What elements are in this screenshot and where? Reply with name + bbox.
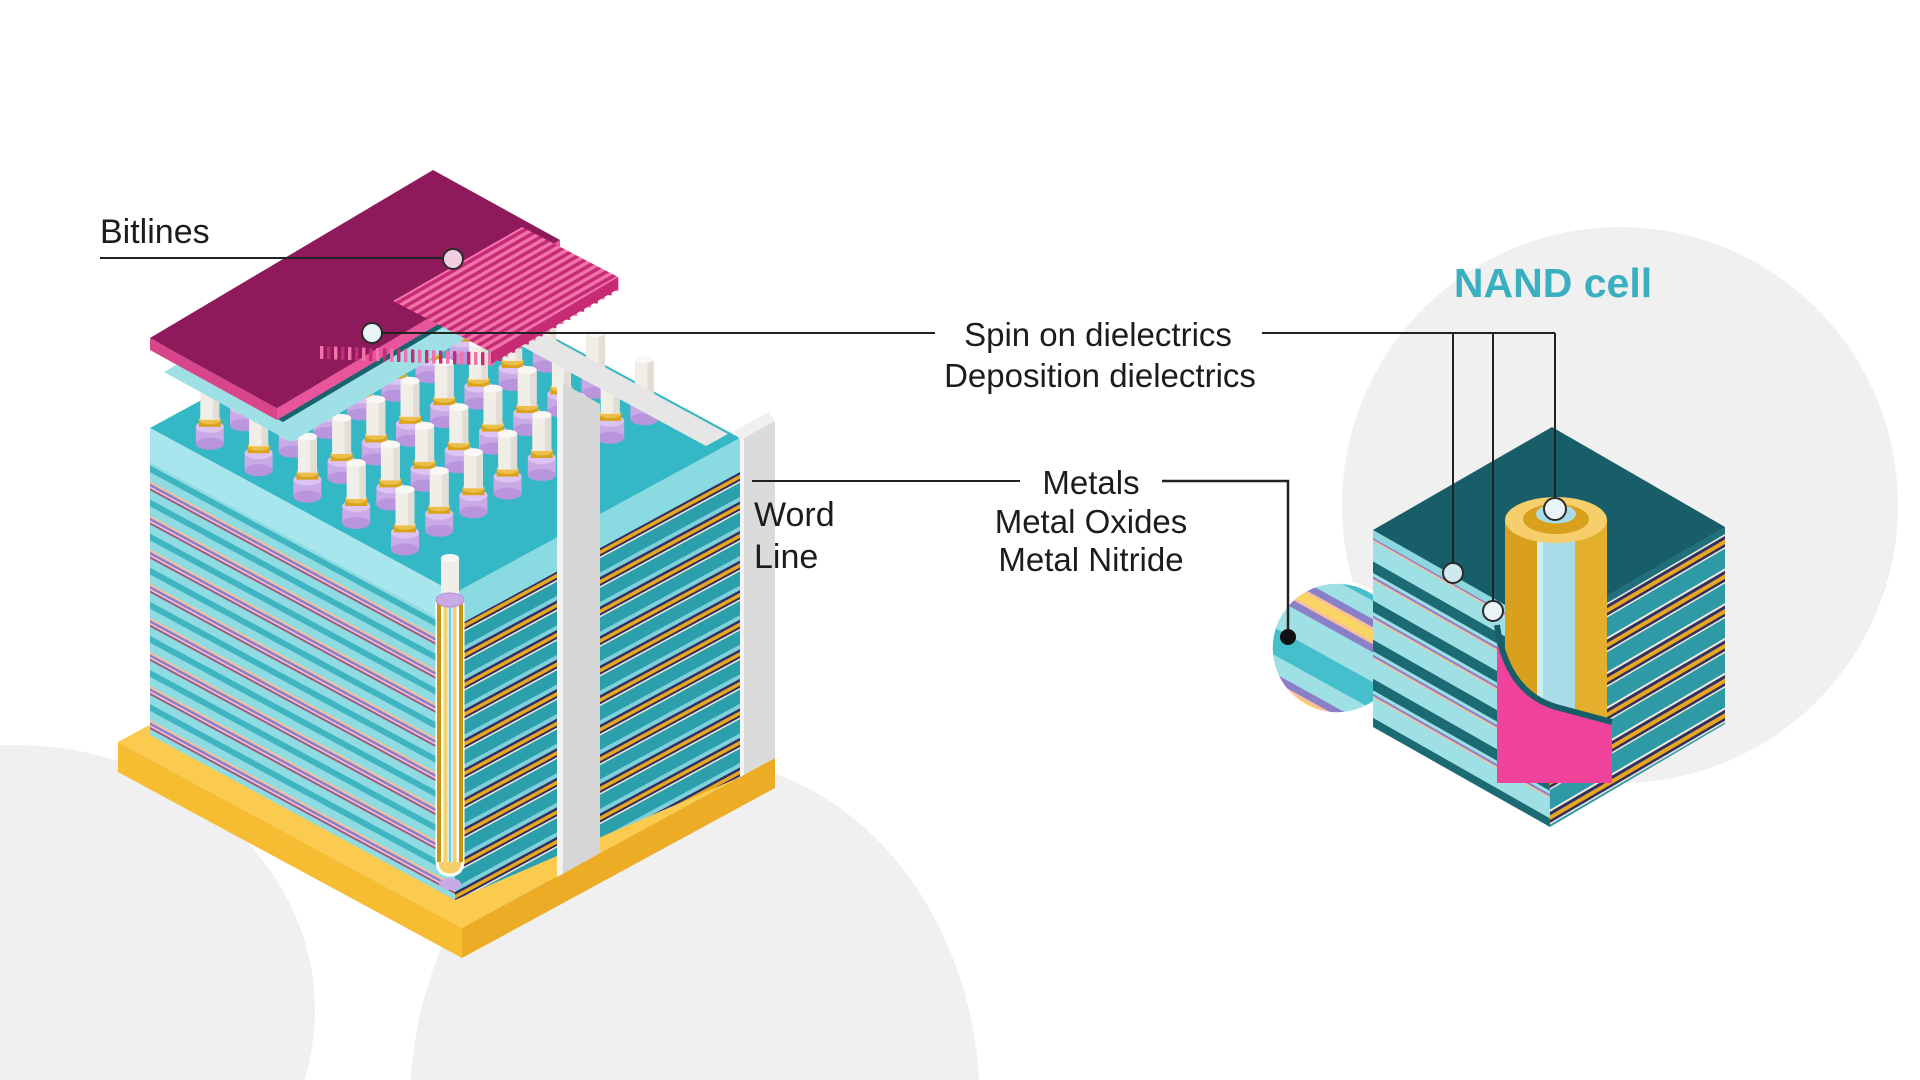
- metals-label-line2: Metal Oxides: [995, 503, 1188, 540]
- memory-stack-assembly: [118, 170, 775, 958]
- leader-metals-right: [1162, 479, 1290, 629]
- channel-pillar: [425, 466, 454, 537]
- callout-leader-lines: [100, 248, 1567, 645]
- callout-dot-bitlines: [442, 248, 464, 270]
- nand-cutaway-face: [1497, 625, 1612, 783]
- wordline-wall: [470, 306, 775, 877]
- wordline-label-line2: Line: [754, 538, 818, 576]
- wordline-label-line1: Word: [754, 496, 835, 534]
- channel-pillar: [527, 411, 556, 481]
- dielectrics-label-line2: Deposition dielectrics: [944, 357, 1256, 394]
- callout-dot-metals: [1280, 629, 1296, 645]
- wordline-wall-outer: [740, 421, 775, 777]
- channel-pillar: [493, 429, 522, 500]
- metals-label-line3: Metal Nitride: [998, 541, 1183, 578]
- nand-cell-cylinder: [1494, 497, 1613, 783]
- background-blob-left: [0, 745, 315, 1080]
- channel-pillar: [342, 459, 371, 529]
- bitlines-label: Bitlines: [100, 213, 210, 251]
- bitline-plate: [150, 170, 560, 408]
- stack-left-face: [150, 462, 455, 900]
- callout-dot-dielectrics: [361, 322, 383, 344]
- bitline-comb: [393, 227, 618, 352]
- diagram-labels: Bitlines Spin on dielectrics Deposition …: [100, 213, 1652, 578]
- channel-pillar: [396, 376, 424, 447]
- callout-dot-nand-layer-1: [1442, 562, 1464, 584]
- channel-pillar: [293, 432, 322, 503]
- channel-pillar: [459, 448, 488, 519]
- callout-dot-nand-core: [1543, 497, 1567, 521]
- channel-pillar: [391, 485, 419, 556]
- nand-cell-title: NAND cell: [1454, 260, 1652, 306]
- metals-label-line1: Metals: [1042, 464, 1139, 501]
- dielectrics-label-line1: Spin on dielectrics: [964, 316, 1232, 353]
- callout-dot-nand-layer-2: [1482, 600, 1504, 622]
- channel-trench: [435, 554, 465, 890]
